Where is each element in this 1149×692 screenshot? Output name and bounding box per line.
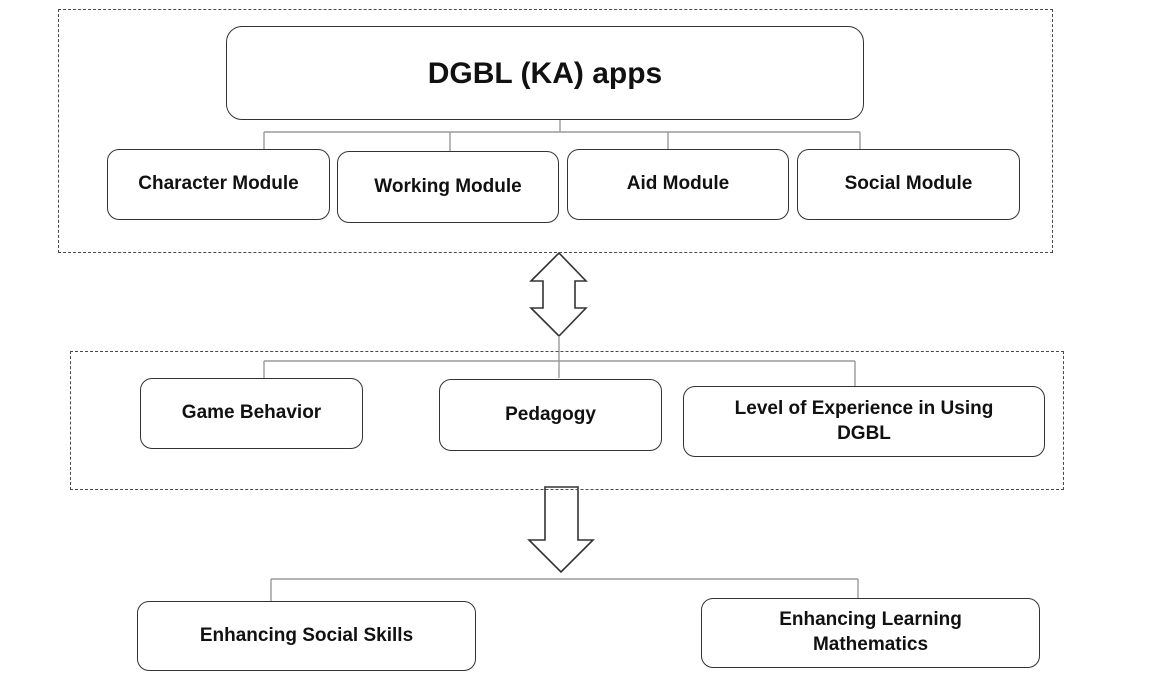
enhancing-learning-mathematics-node: Enhancing Learning Mathematics bbox=[701, 598, 1040, 668]
double-arrow-icon bbox=[529, 251, 588, 338]
working-module-node: Working Module bbox=[337, 151, 559, 223]
top-tree-connectors bbox=[263, 120, 861, 151]
middle-group-box bbox=[70, 351, 1064, 490]
aid-module-node: Aid Module bbox=[567, 149, 789, 220]
game-behavior-node: Game Behavior bbox=[140, 378, 363, 449]
down-arrow-icon bbox=[527, 486, 595, 574]
level-of-experience-node: Level of Experience in Using DGBL bbox=[683, 386, 1045, 457]
middle-tree-connectors bbox=[263, 336, 856, 386]
dgbl-apps-title: DGBL (KA) apps bbox=[226, 26, 864, 120]
pedagogy-node: Pedagogy bbox=[439, 379, 662, 451]
bottom-tree-connectors bbox=[270, 578, 859, 601]
top-group-box bbox=[58, 9, 1053, 253]
enhancing-social-skills-node: Enhancing Social Skills bbox=[137, 601, 476, 671]
character-module-node: Character Module bbox=[107, 149, 330, 220]
social-module-node: Social Module bbox=[797, 149, 1020, 220]
